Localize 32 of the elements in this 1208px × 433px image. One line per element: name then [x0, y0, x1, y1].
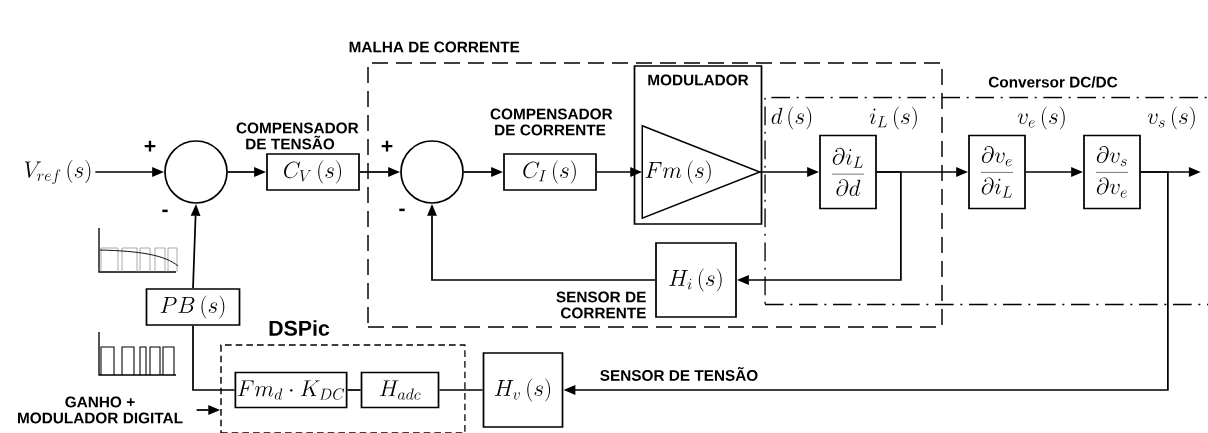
transfer-function-box: $Fm_d\cdot K_{DC}$	[234, 371, 348, 409]
block-caption: COMPENSADOR DE TENSÃO	[236, 122, 359, 150]
transfer-function-box: $\frac{\partial i_L}{\partial d}$	[819, 134, 877, 210]
block-caption: SENSOR DE CORRENTE	[556, 291, 646, 319]
edge-label: $v_s\left(s\right)$	[1145, 105, 1199, 131]
signal-label: $V_{ref}\left(s\right)$	[24, 160, 91, 185]
edge-label: $d\left(s\right)$	[769, 105, 815, 131]
connector-line	[346, 389, 362, 391]
summing-junction	[400, 140, 464, 204]
node-label: DSPic	[269, 320, 330, 336]
transfer-function-box: $\frac{\partial v_e}{\partial i_L}$	[968, 134, 1026, 210]
transfer-function-box: $PB\left(s\right)$	[145, 288, 241, 326]
input-label: GANHO + MODULADOR DIGITAL	[18, 396, 183, 424]
block-caption: COMPENSADOR DE CORRENTE	[490, 108, 613, 136]
summing-junction	[164, 140, 228, 204]
sign-label: -	[162, 209, 168, 213]
transfer-function-box: $C_V\left(s\right)$	[266, 153, 360, 191]
transfer-function-box: $H_{adc}$	[360, 371, 440, 409]
transfer-function-box: $H_v\left(s\right)$	[482, 352, 564, 428]
transfer-function-box: $H_i\left(s\right)$	[655, 242, 737, 318]
node-label: MALHA DE CORRENTE	[349, 41, 520, 53]
edge-label: $v_e\left(s\right)$	[1015, 105, 1069, 131]
node-label: Conversor DC/DC	[988, 76, 1118, 88]
edge-label: SENSOR DE TENSÃO	[598, 365, 760, 383]
sign-label: -	[399, 208, 405, 212]
transfer-function-box: $C_I\left(s\right)$	[503, 153, 597, 191]
transfer-function-box: $\frac{\partial v_s}{\partial v_e}$	[1083, 134, 1141, 210]
edge-label: $i_L\left(s\right)$	[867, 105, 921, 131]
connector-line	[438, 389, 484, 391]
sign-label: +	[381, 140, 393, 152]
sign-label: +	[144, 140, 156, 152]
connector-line	[192, 325, 236, 391]
